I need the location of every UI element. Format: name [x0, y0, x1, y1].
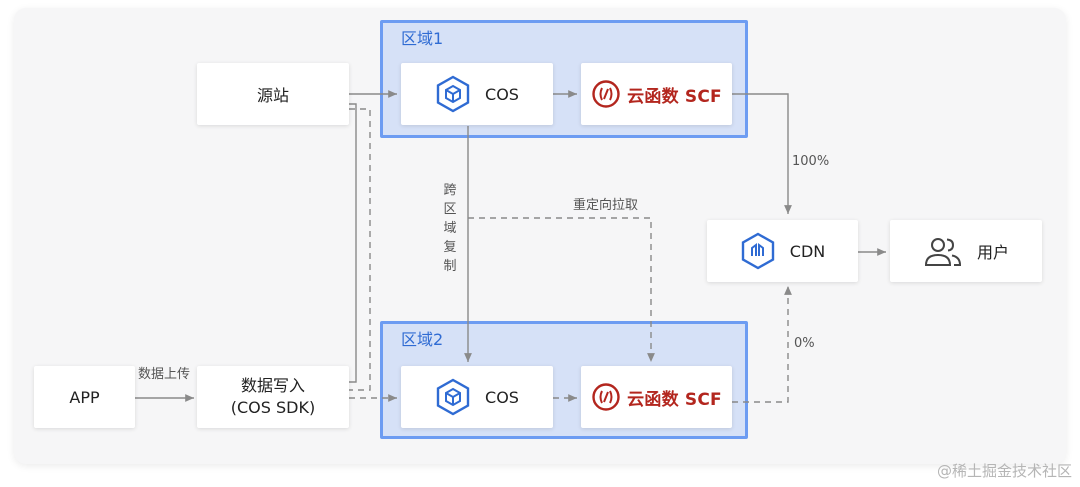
data-write-sublabel: (COS SDK)	[230, 398, 316, 417]
percent-0-label: 0%	[794, 336, 815, 351]
scf-icon	[591, 79, 621, 109]
origin-label: 源站	[256, 86, 289, 105]
cos-label: COS	[485, 387, 519, 407]
origin-box[interactable]: 源站	[197, 63, 349, 125]
cdn-label: CDN	[789, 241, 826, 261]
cos-box-region-1[interactable]: COS	[401, 63, 553, 125]
scf-box-region-2[interactable]: 云函数 SCF	[581, 366, 732, 428]
redirect-label: 重定向拉取	[573, 198, 639, 213]
users-icon	[923, 234, 963, 268]
cos-box-region-2[interactable]: COS	[401, 366, 553, 428]
region-1-label: 区域1	[401, 29, 444, 48]
app-box[interactable]: APP	[34, 366, 135, 428]
percent-100-label: 100%	[792, 154, 830, 169]
scf-icon	[591, 382, 621, 412]
scf-label: 云函数 SCF	[627, 389, 722, 410]
edge-scf2-cdn	[732, 286, 792, 403]
data-write-box[interactable]: 数据写入 (COS SDK)	[197, 366, 349, 428]
edge-datawrite-origin	[349, 103, 357, 383]
cos-icon	[435, 75, 471, 113]
user-box[interactable]: 用户	[890, 220, 1042, 282]
upload-label: 数据上传	[138, 367, 191, 382]
app-label: APP	[69, 387, 100, 407]
scf-box-region-1[interactable]: 云函数 SCF	[581, 63, 732, 125]
edge-scf1-cdn	[732, 93, 792, 214]
data-write-label: 数据写入	[240, 376, 305, 395]
scf-label: 云函数 SCF	[627, 86, 722, 107]
cross-region-label: 跨区域复制	[443, 183, 457, 274]
user-label: 用户	[976, 243, 1009, 262]
cos-label: COS	[485, 84, 519, 104]
region-2-label: 区域2	[401, 330, 444, 349]
cdn-box[interactable]: CDN	[707, 220, 858, 282]
watermark: @稀土掘金技术社区	[936, 462, 1072, 480]
edge-redirect	[468, 217, 655, 362]
cdn-icon	[740, 232, 776, 270]
cos-icon	[435, 378, 471, 416]
edge-origin-datawrite-dashed	[349, 108, 371, 391]
